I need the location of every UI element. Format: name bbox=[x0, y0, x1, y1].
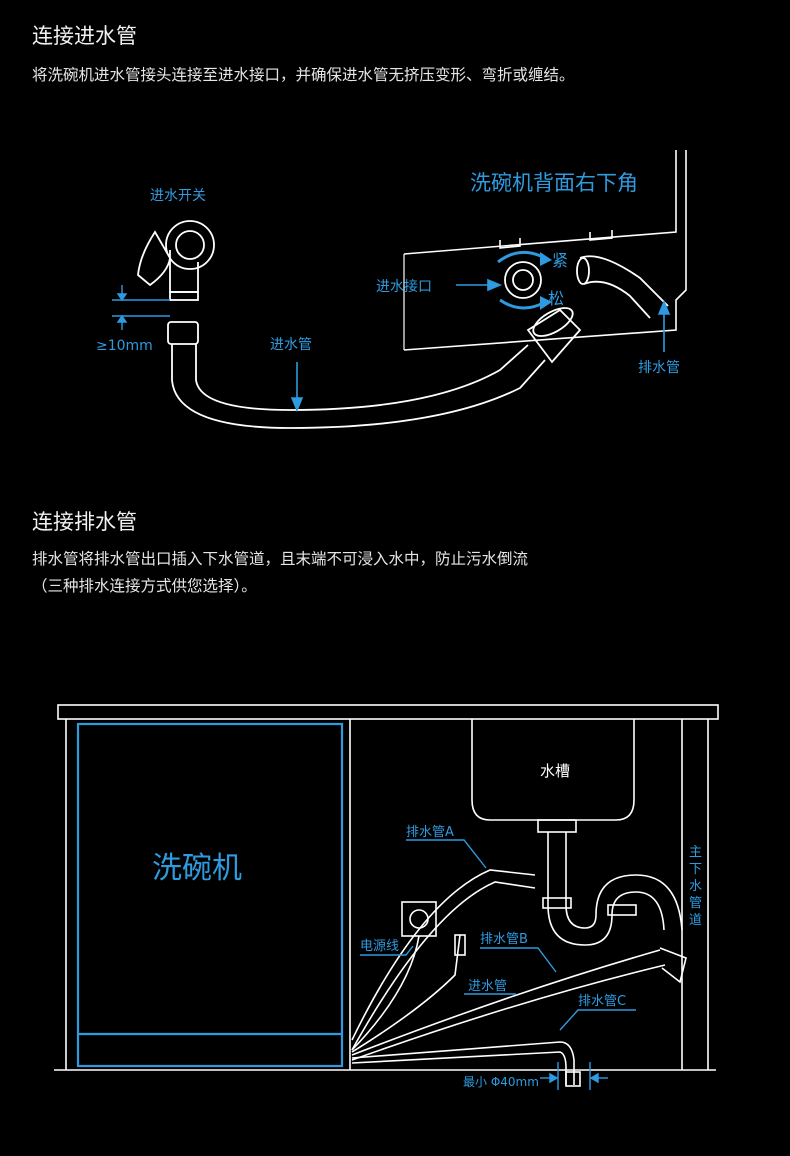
label-inlet-switch: 进水开关 bbox=[150, 188, 206, 204]
section1-description: 将洗碗机进水管接头连接至进水接口，并确保进水管无挤压变形、弯折或缠结。 bbox=[32, 66, 575, 84]
drain-hose-back bbox=[576, 255, 669, 319]
arrow-up-icon bbox=[657, 299, 671, 352]
min-diameter-label: 最小 Φ40mm bbox=[463, 1075, 539, 1089]
water-tap-icon bbox=[137, 220, 215, 301]
drain-a-arrow bbox=[406, 839, 487, 869]
sink bbox=[471, 719, 635, 833]
dishwasher-label: 洗碗机 bbox=[152, 851, 242, 886]
power-socket-icon bbox=[401, 901, 437, 937]
svg-text:水: 水 bbox=[689, 879, 702, 894]
dishwasher-box bbox=[76, 722, 344, 1068]
power-cord-arrow bbox=[360, 945, 414, 956]
section2-title: 连接排水管 bbox=[32, 510, 137, 534]
s-trap-pipe bbox=[542, 832, 683, 946]
label-drain-hose: 排水管 bbox=[638, 360, 680, 376]
section2-description-line1: 排水管将排水管出口插入下水管道，且末端不可浸入水中，防止污水倒流 bbox=[32, 550, 529, 568]
label-inlet-hose: 进水管 bbox=[270, 337, 312, 353]
section2-description-line2: （三种排水连接方式供您选择）。 bbox=[32, 577, 257, 595]
svg-text:主: 主 bbox=[689, 845, 702, 860]
power-cord-label: 电源线 bbox=[360, 939, 399, 954]
cabinet bbox=[54, 704, 719, 1071]
inlet-hose bbox=[167, 307, 582, 429]
hose-bundle bbox=[351, 869, 687, 1087]
inlet-port bbox=[504, 261, 542, 299]
svg-text:下: 下 bbox=[689, 862, 702, 877]
drain-b-label: 排水管B bbox=[480, 932, 528, 947]
diameter-indicator bbox=[540, 1062, 608, 1090]
inlet-hose-label: 进水管 bbox=[468, 979, 507, 994]
inlet-hose-diagram: 洗碗机背面右下角 进水开关 ≥10mm 进水管 bbox=[96, 150, 687, 429]
arrow-right-icon bbox=[456, 278, 503, 292]
label-gap: ≥10mm bbox=[96, 338, 153, 354]
svg-text:道: 道 bbox=[689, 913, 702, 928]
drain-c-label: 排水管C bbox=[578, 994, 626, 1009]
drain-a-label: 排水管A bbox=[406, 825, 454, 840]
drain-c-arrow bbox=[559, 1009, 636, 1031]
label-loose: 松 bbox=[548, 289, 564, 308]
label-inlet-port: 进水接口 bbox=[376, 278, 432, 295]
arrow-down-icon bbox=[290, 362, 304, 413]
sink-label: 水槽 bbox=[540, 762, 570, 780]
gap-indicator bbox=[112, 285, 170, 330]
svg-text:管: 管 bbox=[689, 896, 702, 911]
drain-hose-diagram: 洗碗机 水槽 主 下 水 管 道 bbox=[54, 704, 719, 1090]
drain-b-arrow bbox=[480, 947, 557, 973]
label-tight: 紧 bbox=[552, 251, 568, 270]
dishwasher-back-outline bbox=[403, 150, 687, 351]
main-drain-label: 主 下 水 管 道 bbox=[689, 845, 702, 928]
section1-title: 连接进水管 bbox=[32, 24, 137, 48]
corner-title: 洗碗机背面右下角 bbox=[470, 171, 638, 195]
